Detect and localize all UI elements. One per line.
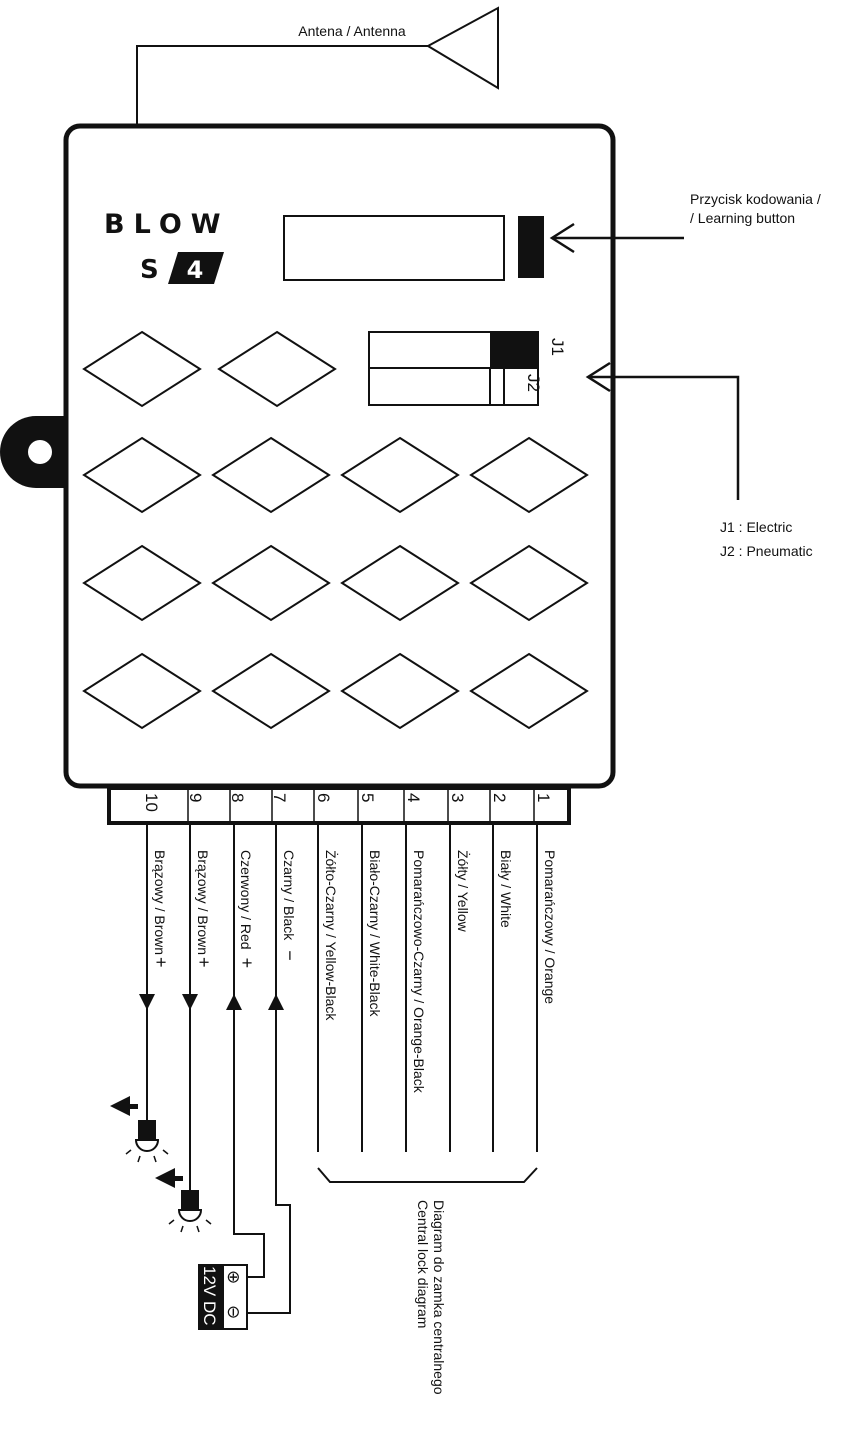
down-arrow-icon [182, 994, 198, 1010]
model-badge [168, 252, 224, 284]
power-label: 12V DC [200, 1266, 219, 1326]
model-letter: S [140, 255, 159, 285]
wire-label: Biało-Czarny / White-Black [367, 850, 383, 1017]
pin-number: 1 [534, 793, 553, 802]
antenna [136, 6, 499, 126]
pin-number: 3 [448, 793, 467, 802]
central-lock-label: Central lock diagram [415, 1200, 431, 1328]
diamond-button [82, 330, 202, 408]
diamond-button [82, 652, 202, 730]
diamond-button [469, 544, 589, 622]
diamond-button [217, 330, 337, 408]
up-arrow-icon [268, 994, 284, 1010]
pin-number: 9 [186, 793, 205, 802]
diamond-button [82, 544, 202, 622]
model-number: 4 [187, 256, 204, 284]
wire-arrows [139, 994, 284, 1010]
diamond-button [211, 652, 331, 730]
mounting-hole [28, 440, 52, 464]
diamond-button [340, 436, 460, 514]
wire-label: Biały / White [498, 850, 514, 928]
diamond-button [340, 544, 460, 622]
bulb-icon [110, 1096, 169, 1163]
display-window [283, 215, 505, 281]
plus-terminal-icon: ⊕ [223, 1270, 243, 1284]
antenna-symbol [425, 6, 499, 90]
pin-number: 6 [314, 793, 333, 802]
wire-label: Żółty / Yellow [455, 850, 472, 933]
learning-button-arrow [549, 222, 684, 254]
power-block: 12V DC ⊕ ⊖ [198, 1264, 248, 1330]
minus-terminal-icon: ⊖ [223, 1305, 243, 1319]
pin-number: 2 [490, 793, 509, 802]
diamond-button [469, 652, 589, 730]
diamond-button [82, 436, 202, 514]
wires [146, 823, 538, 1314]
jumper-j1-cap[interactable] [490, 333, 537, 368]
down-arrow-icon [139, 994, 155, 1010]
antenna-wire [136, 45, 428, 126]
wire-label: Czarny / Black− [280, 850, 300, 961]
blow-logo: BLOW S 4 [104, 209, 230, 285]
jumper-legend: J1 : Electric J2 : Pneumatic [720, 519, 813, 559]
diamond-button [211, 544, 331, 622]
brand-name: BLOW [104, 209, 230, 240]
diamond-button [211, 436, 331, 514]
jumper-j2-label: J2 [524, 374, 543, 392]
learning-button[interactable] [518, 216, 544, 278]
power-terminals [224, 1266, 246, 1328]
pin-number: 7 [270, 793, 289, 802]
pin-number: 4 [404, 793, 423, 802]
pin-number: 5 [358, 793, 377, 802]
wire-label: Czerwony / Red+ [237, 850, 257, 968]
central-lock-label: Diagram do zamka centralnego [431, 1200, 447, 1395]
diamond-button [340, 652, 460, 730]
wire-label: Brązowy / Brown+ [151, 850, 171, 968]
jumper-arrow [585, 361, 740, 500]
wire-7 [248, 823, 291, 1314]
wire-label: Brązowy / Brown+ [194, 850, 214, 968]
jumper-block: J1 J2 [368, 331, 567, 406]
antenna-label: Antena / Antenna [298, 23, 406, 39]
connector: 10 9 8 7 6 5 4 3 2 1 [107, 786, 571, 825]
wire-label: Pomarańczowo-Czarny / Orange-Black [411, 850, 427, 1094]
up-arrow-icon [226, 994, 242, 1010]
device-body [0, 123, 616, 789]
central-lock-bracket [317, 1167, 538, 1183]
wire-8 [233, 823, 265, 1278]
pin-number: 10 [142, 793, 161, 812]
wire-label: Żółto-Czarny / Yellow-Black [323, 850, 340, 1021]
connector-body [107, 786, 571, 825]
bulb-icon [155, 1168, 212, 1233]
pin-number: 8 [228, 793, 247, 802]
learning-button-label: Przycisk kodowania / / Learning button [690, 191, 825, 226]
diamond-button [469, 436, 589, 514]
jumper-j1-label: J1 [548, 338, 567, 356]
wire-label: Pomarańczowy / Orange [542, 850, 558, 1004]
diamond-grid [82, 330, 589, 730]
